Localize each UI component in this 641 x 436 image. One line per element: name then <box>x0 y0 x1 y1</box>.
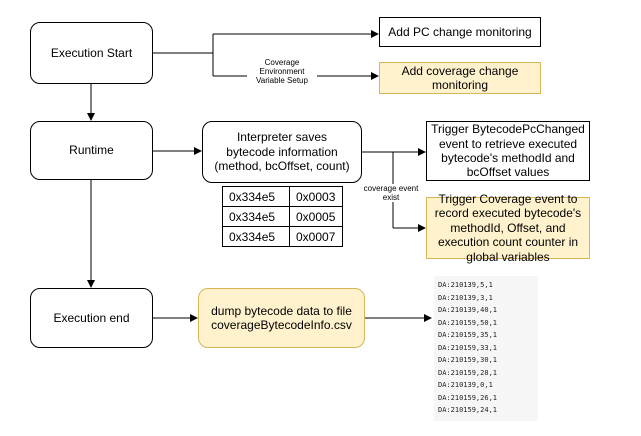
add-coverage-monitoring-node: Add coverage change monitoring <box>379 62 541 94</box>
method-cell: 0x334e5 <box>222 186 290 207</box>
offset-cell: 0x0003 <box>289 186 343 207</box>
execution-end-node: Execution end <box>30 288 153 348</box>
coverage-event-exist-label: coverage event exist <box>360 184 422 203</box>
csv-line: DA:210159,50,1 <box>438 318 498 327</box>
csv-line: DA:210159,24,1 <box>438 406 498 414</box>
add-pc-monitoring-label: Add PC change monitoring <box>388 24 532 39</box>
execution-end-label: Execution end <box>53 310 130 325</box>
offset-cell: 0x0007 <box>289 226 343 247</box>
trigger-coverage-label: Trigger Coverage event to record execute… <box>434 192 582 264</box>
add-pc-monitoring-node: Add PC change monitoring <box>379 17 541 47</box>
dump-bytecode-label: dump bytecode data to file coverageBytec… <box>211 303 352 332</box>
csv-line: DA:210139,40,1 <box>438 306 498 314</box>
csv-line: DA:210139,3,1 <box>438 293 493 302</box>
csv-line: DA:210159,30,1 <box>438 356 498 364</box>
trigger-coverage-node: Trigger Coverage event to record execute… <box>426 192 590 264</box>
execution-start-node: Execution Start <box>30 22 153 84</box>
csv-line: DA:210139,0,1 <box>438 381 493 389</box>
method-cell: 0x334e5 <box>222 206 290 227</box>
csv-line: DA:210159,28,1 <box>438 368 498 377</box>
runtime-node: Runtime <box>30 121 153 180</box>
add-coverage-monitoring-label: Add coverage change monitoring <box>401 63 519 92</box>
coverage-setup-label: Coverage Environment Variable Setup <box>247 58 317 86</box>
dump-bytecode-node: dump bytecode data to file coverageBytec… <box>198 288 365 348</box>
interpreter-node: Interpreter saves bytecode information (… <box>202 121 362 183</box>
offset-cell: 0x0005 <box>289 206 343 227</box>
csv-line: DA:210159,35,1 <box>438 331 498 339</box>
csv-line: DA:210139,5,1 <box>438 281 493 289</box>
csv-line: DA:210159,33,1 <box>438 343 498 352</box>
trigger-pc-changed-label: Trigger BytecodePcChanged event to retri… <box>431 122 585 180</box>
csv-line: DA:210159,26,1 <box>438 393 498 402</box>
trigger-pc-changed-node: Trigger BytecodePcChanged event to retri… <box>426 121 590 181</box>
interpreter-label: Interpreter saves bytecode information (… <box>214 130 350 174</box>
runtime-label: Runtime <box>69 143 114 158</box>
execution-start-label: Execution Start <box>50 45 133 60</box>
method-cell: 0x334e5 <box>222 226 290 247</box>
